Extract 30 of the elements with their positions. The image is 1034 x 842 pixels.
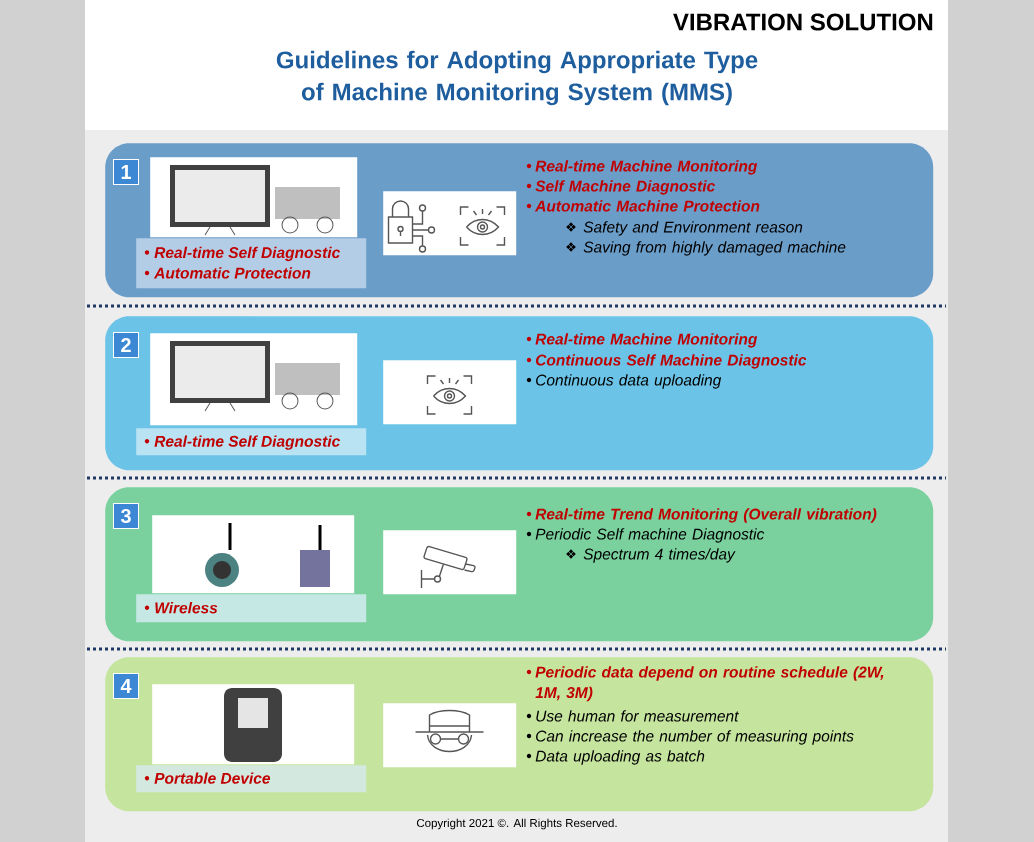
bullet-text: Periodic Self machine Diagnostic — [526, 528, 765, 543]
bullet-text: Continuous data uploading — [526, 374, 722, 389]
bullet-text: Periodic data depend on routine schedule (2W, 1M, 3M) — [526, 666, 884, 702]
sub-bullet-text: Safety and Environment reason — [566, 221, 803, 236]
bullet-text: Use human for measurement — [526, 710, 739, 722]
number-badge: 4 — [113, 673, 139, 699]
caption-box: Wireless — [136, 594, 367, 623]
header-text: VIBRATION SOLUTION — [673, 13, 933, 31]
caption-box: Portable Device — [136, 765, 367, 793]
bullet-text: Real-time Trend Monitoring (Overall vibration) — [526, 508, 877, 523]
bullet-text: Real-time Machine Monitoring — [526, 333, 758, 348]
bullet-text: Self Machine Diagnostic — [526, 180, 715, 195]
bullet-text: Real-time Machine Monitoring — [526, 160, 758, 175]
bullet-text: Continuous Self Machine Diagnostic — [526, 354, 807, 369]
bullet-text: Can increase the number of measuring points — [526, 730, 854, 745]
copyright-note: Copyright 2021 ©. All Rights Reserved. — [416, 818, 617, 830]
number-badge: 2 — [113, 332, 139, 358]
handheld-device-drawing — [152, 684, 355, 765]
bullet-text: Data uploading as batch — [526, 750, 705, 765]
monitor-drawing — [150, 333, 358, 426]
caption-box: Real-time Self Diagnostic — [136, 428, 367, 456]
sub-bullet-text: Spectrum 4 times/day — [566, 548, 736, 563]
monitor-drawing — [150, 157, 358, 238]
number-badge: 3 — [113, 503, 139, 529]
bullet-text: Automatic Machine Protection — [526, 200, 760, 212]
wireless-device-drawing — [152, 515, 355, 594]
number-badge: 1 — [113, 159, 139, 185]
page-title: Guidelines for Adopting Appropriate Type of Machine Monitoring System (MMS) — [276, 50, 758, 106]
sub-bullet-text: Saving from highly damaged machine — [566, 241, 846, 256]
caption-box: Real-time Self Diagnostic Automatic Protection — [136, 238, 367, 289]
